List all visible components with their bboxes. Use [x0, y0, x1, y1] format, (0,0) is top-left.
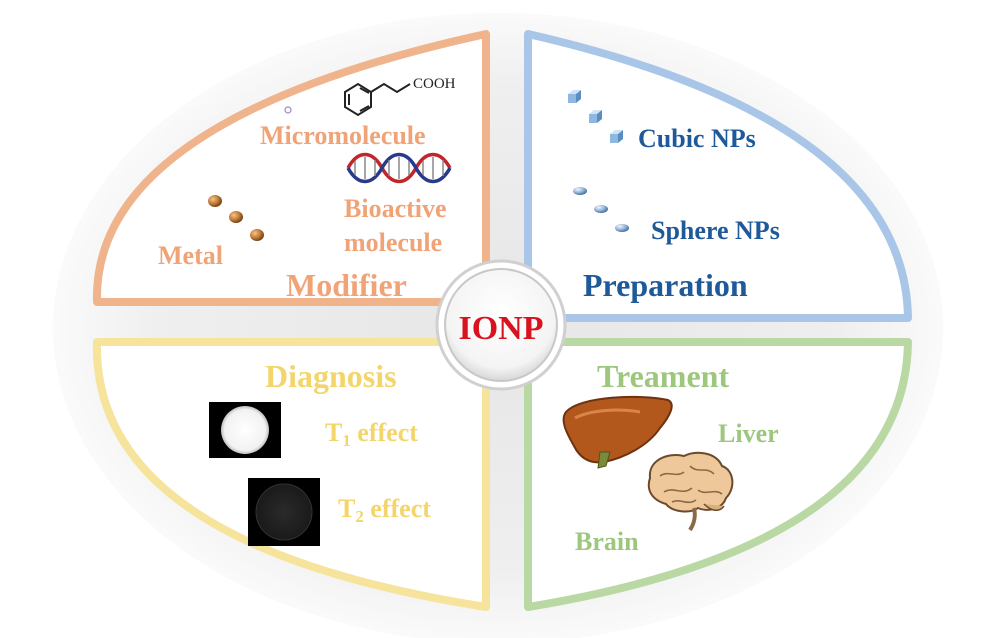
- molecule-label: molecule: [344, 228, 443, 257]
- cubic-nps-label: Cubic NPs: [638, 124, 756, 153]
- t2-suffix: effect: [363, 494, 431, 523]
- small-dot-icon: [284, 106, 292, 114]
- liver-icon: [562, 395, 673, 469]
- t2-effect-label: T2 effect: [338, 496, 431, 526]
- mri-t1-image-icon: [209, 402, 281, 458]
- t1-prefix: T: [325, 418, 343, 447]
- mri-t2-image-icon: [248, 478, 320, 546]
- bioactive-label: Bioactive: [344, 194, 447, 223]
- sphere-nps-label: Sphere NPs: [651, 216, 780, 245]
- center-label: IONP: [458, 310, 544, 347]
- formula-label: COOH: [413, 76, 456, 92]
- dna-helix-icon: [346, 152, 452, 184]
- t1-subscript: 1: [342, 431, 351, 451]
- t1-effect-label: T1 effect: [325, 420, 418, 450]
- diagnosis-title: Diagnosis: [265, 358, 397, 394]
- liver-label: Liver: [718, 419, 779, 448]
- metal-sphere-icon: [208, 195, 264, 241]
- brain-icon: [647, 451, 734, 532]
- modifier-quadrant: [92, 30, 490, 306]
- treatment-title: Treament: [597, 358, 730, 394]
- preparation-title: Preparation: [583, 267, 748, 303]
- micromolecule-label: Micromolecule: [260, 121, 426, 150]
- cube-icon: [568, 90, 623, 143]
- diagnosis-quadrant: [92, 338, 490, 611]
- sphere-np-icon: [573, 187, 629, 232]
- brain-label: Brain: [575, 527, 639, 556]
- benzene-ring-icon: [344, 82, 411, 117]
- metal-label: Metal: [158, 241, 223, 270]
- modifier-title: Modifier: [286, 267, 407, 303]
- t1-suffix: effect: [350, 418, 418, 447]
- t2-prefix: T: [338, 494, 356, 523]
- t2-subscript: 2: [355, 507, 364, 527]
- preparation-quadrant: [524, 30, 912, 322]
- center-badge: [435, 259, 567, 391]
